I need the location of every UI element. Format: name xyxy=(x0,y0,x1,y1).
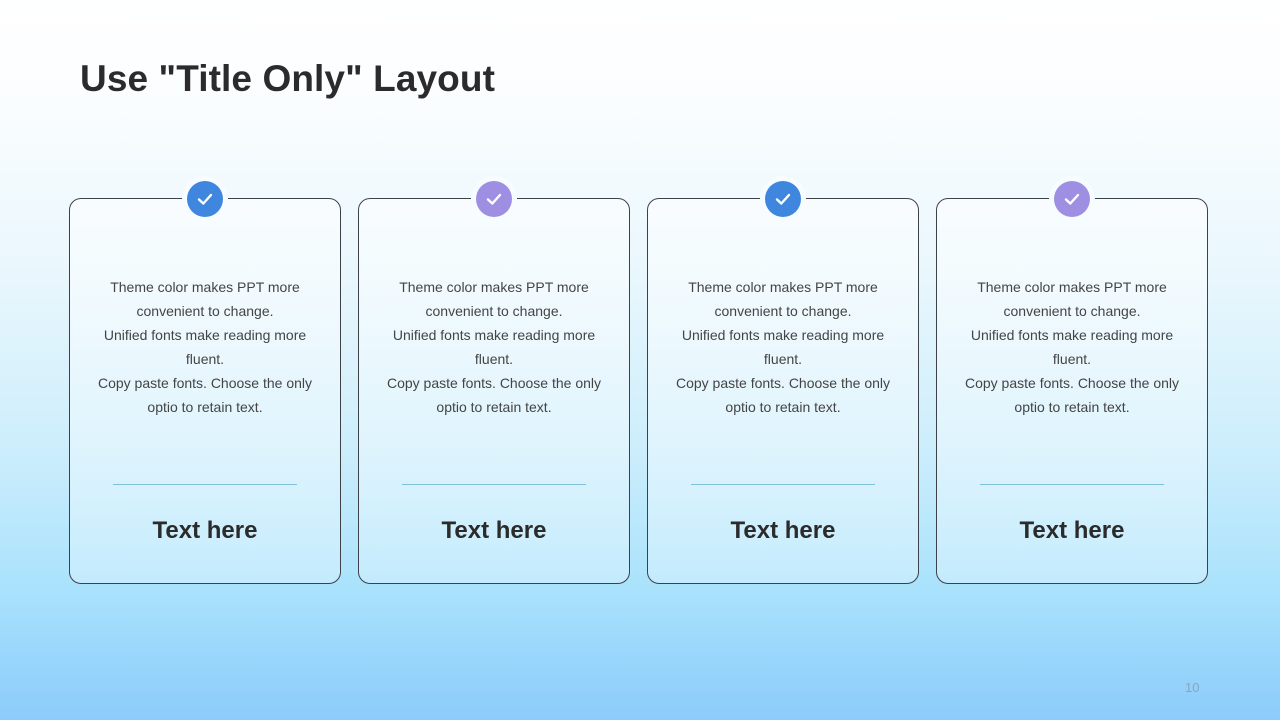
card-text-line: Theme color makes PPT more xyxy=(110,279,300,295)
card-description: Theme color makes PPT more convenient to… xyxy=(385,275,603,419)
card-text-line: optio to retain text. xyxy=(1014,399,1130,415)
page-number: 10 xyxy=(1185,680,1200,695)
card-text-line: fluent. xyxy=(185,351,225,367)
feature-card-2: Theme color makes PPT more convenient to… xyxy=(358,181,630,584)
card-text-line: Unified fonts make reading more xyxy=(970,327,1174,343)
card-text-line: optio to retain text. xyxy=(725,399,841,415)
check-circle-icon xyxy=(1054,181,1090,217)
card-heading: Text here xyxy=(1019,517,1125,544)
card-text-line: Unified fonts make reading more xyxy=(392,327,596,343)
card-text-line: convenient to change. xyxy=(1003,303,1141,319)
card-divider xyxy=(691,484,875,485)
card-text-line: Unified fonts make reading more xyxy=(681,327,885,343)
card-text-line: optio to retain text. xyxy=(436,399,552,415)
card-text-line: Copy paste fonts. Choose the only xyxy=(386,375,602,391)
card-text-line: optio to retain text. xyxy=(147,399,263,415)
feature-card-3: Theme color makes PPT more convenient to… xyxy=(647,181,919,584)
card-text-line: fluent. xyxy=(474,351,514,367)
card-heading: Text here xyxy=(730,517,836,544)
slide-title: Use "Title Only" Layout xyxy=(80,58,496,99)
card-text-line: Theme color makes PPT more xyxy=(977,279,1167,295)
card-text-line: convenient to change. xyxy=(136,303,274,319)
card-text-line: fluent. xyxy=(763,351,803,367)
card-description: Theme color makes PPT more convenient to… xyxy=(963,275,1181,419)
feature-card-1: Theme color makes PPT more convenient to… xyxy=(69,181,341,584)
check-circle-icon xyxy=(187,181,223,217)
card-divider xyxy=(402,484,586,485)
card-description: Theme color makes PPT more convenient to… xyxy=(674,275,892,419)
card-text-line: Copy paste fonts. Choose the only xyxy=(964,375,1180,391)
card-text-line: Unified fonts make reading more xyxy=(103,327,307,343)
check-circle-icon xyxy=(765,181,801,217)
card-heading: Text here xyxy=(152,517,258,544)
check-circle-icon xyxy=(476,181,512,217)
card-text-line: Theme color makes PPT more xyxy=(688,279,878,295)
card-heading: Text here xyxy=(441,517,547,544)
card-divider xyxy=(980,484,1164,485)
card-description: Theme color makes PPT more convenient to… xyxy=(96,275,314,419)
card-text-line: fluent. xyxy=(1052,351,1092,367)
card-text-line: convenient to change. xyxy=(425,303,563,319)
card-text-line: Theme color makes PPT more xyxy=(399,279,589,295)
card-text-line: Copy paste fonts. Choose the only xyxy=(675,375,891,391)
card-text-line: Copy paste fonts. Choose the only xyxy=(97,375,313,391)
card-divider xyxy=(113,484,297,485)
card-text-line: convenient to change. xyxy=(714,303,852,319)
feature-card-4: Theme color makes PPT more convenient to… xyxy=(936,181,1208,584)
